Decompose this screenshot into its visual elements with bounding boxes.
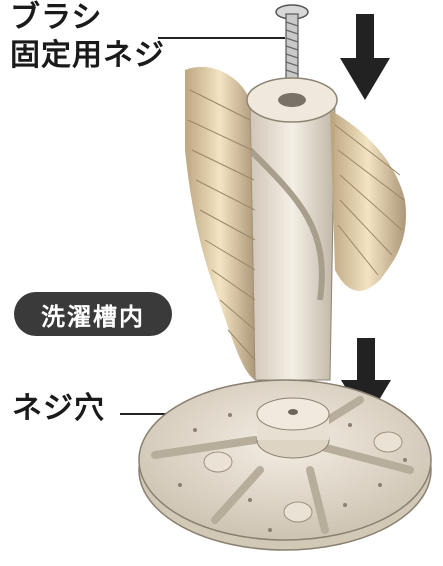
down-arrow-icon — [340, 14, 390, 100]
screw-label-line1: ブラシ — [10, 2, 102, 34]
screw-hole — [288, 409, 298, 415]
screw-hole-label: ネジ穴 — [12, 393, 105, 425]
brush-top-collar — [247, 78, 337, 122]
tub-interior-badge: 洗濯槽内 — [14, 292, 172, 336]
brush-body — [250, 100, 335, 380]
screw-label-line2: 固定用ネジ — [10, 40, 165, 72]
pulsator-plate — [139, 380, 431, 550]
